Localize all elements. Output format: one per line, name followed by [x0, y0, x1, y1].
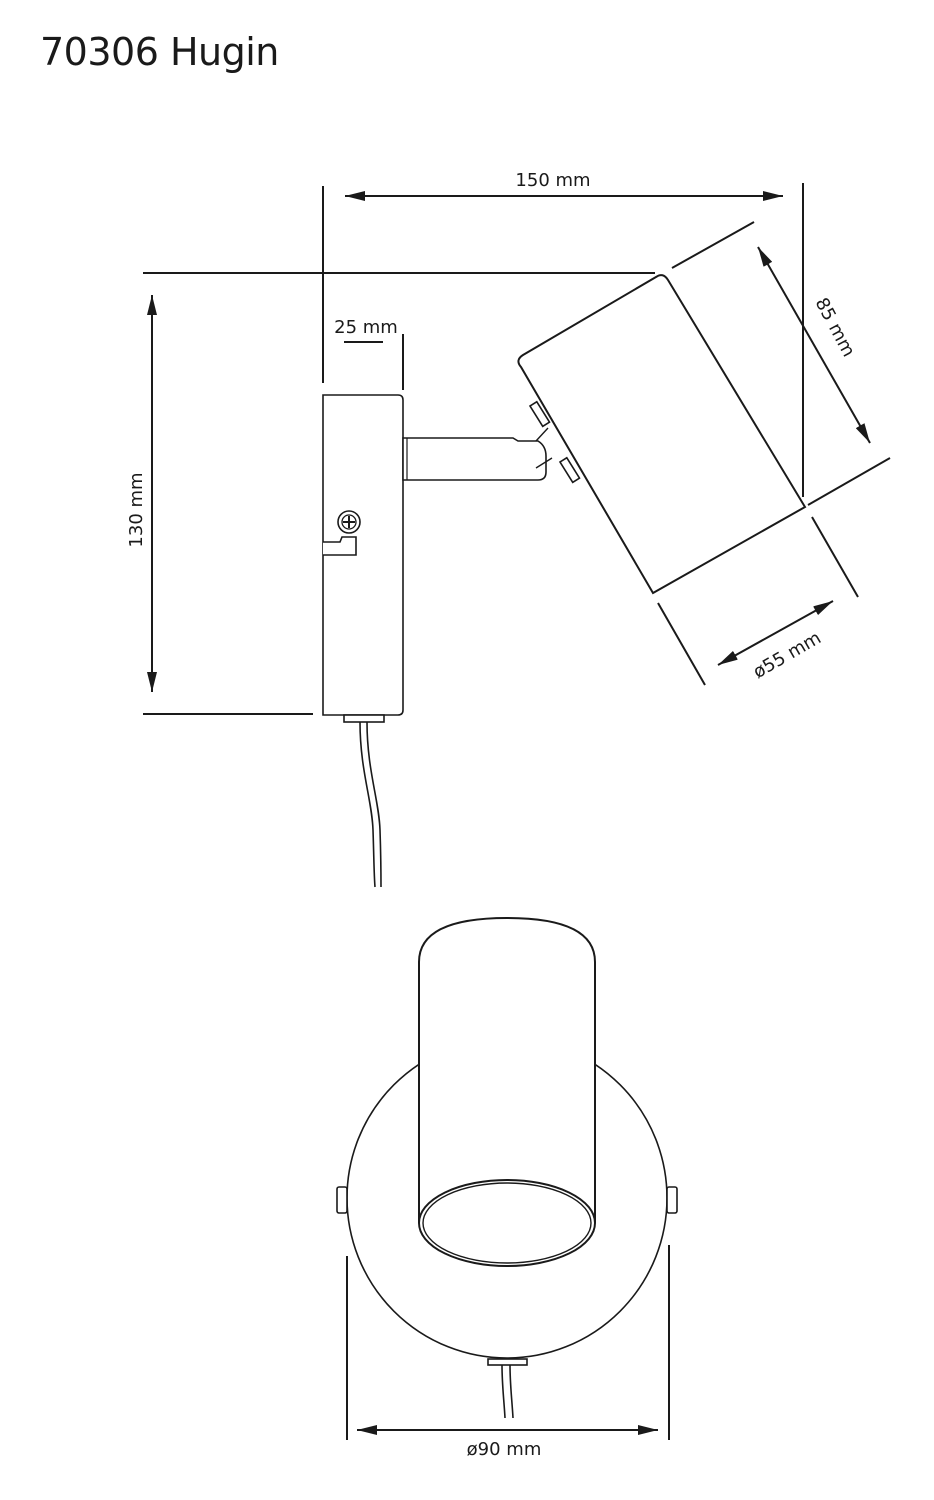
side-view: 150 mm 130 mm 25 mm 85 mm [126, 170, 891, 888]
width-dimension-label: 150 mm [515, 170, 590, 191]
side-knob [336, 1186, 348, 1214]
front-view: ø90 mm [336, 916, 678, 1460]
page-title: 70306 Hugin [40, 30, 279, 74]
lamp-cylinder [418, 916, 596, 1223]
extension-line [657, 602, 706, 686]
wall-plate [322, 394, 404, 716]
head-length-dimension-arrow [757, 246, 871, 444]
hinge-plate [558, 456, 581, 484]
lamp-opening-inner [422, 1182, 592, 1264]
cable-entry [343, 714, 385, 723]
head-diameter-dimension-label: ø55 mm [750, 627, 825, 683]
lamp-head [517, 274, 807, 595]
arm [402, 437, 547, 481]
extension-line [807, 457, 891, 506]
base-diameter-dimension-label: ø90 mm [467, 1439, 542, 1460]
cable [366, 721, 382, 888]
cable [501, 1364, 514, 1419]
extension-line [811, 516, 859, 598]
mounting-bracket [323, 536, 357, 556]
screw-icon [337, 510, 361, 534]
hinge-plate [528, 400, 551, 428]
depth-dimension-label: 25 mm [334, 317, 398, 338]
cable-entry [487, 1358, 528, 1366]
hinge [535, 427, 553, 469]
lamp-opening [418, 1179, 596, 1267]
side-knob [666, 1186, 678, 1214]
height-dimension-label: 130 mm [126, 472, 147, 547]
extension-line [671, 221, 755, 269]
head-diameter-dimension-arrow [717, 600, 834, 666]
cable [359, 721, 376, 888]
